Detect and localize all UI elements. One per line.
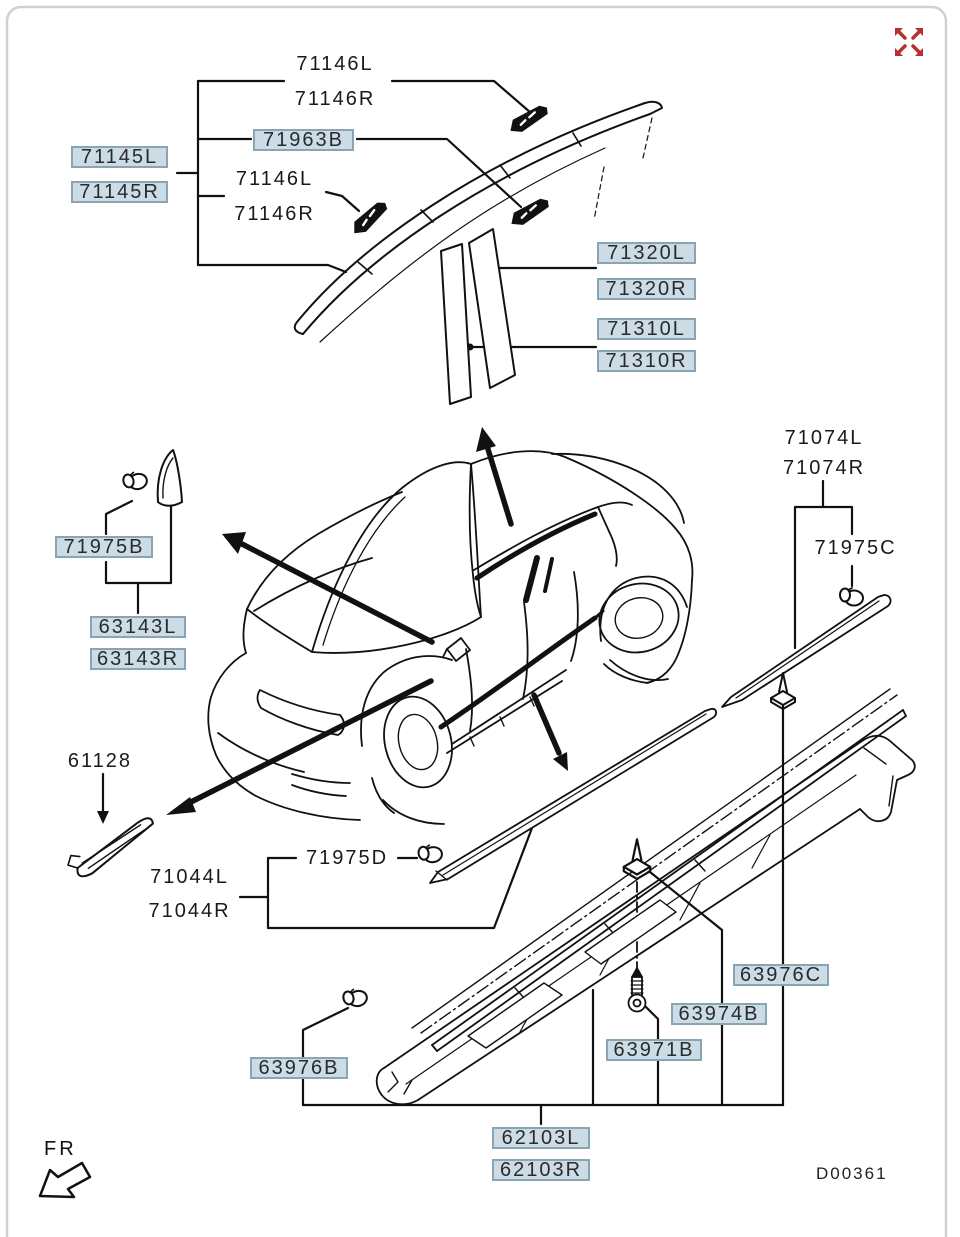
grommet-clip-icon bbox=[839, 587, 864, 607]
part-label-62103L[interactable]: 62103L bbox=[492, 1127, 590, 1149]
part-label-71320R[interactable]: 71320R bbox=[597, 278, 696, 300]
part-label-71310R[interactable]: 71310R bbox=[597, 350, 696, 372]
part-label-63974B[interactable]: 63974B bbox=[671, 1003, 767, 1025]
part-label-71310L[interactable]: 71310L bbox=[597, 318, 696, 340]
grommet-clip-icon bbox=[340, 985, 370, 1011]
corner-trim-drawing bbox=[120, 449, 183, 507]
page-frame bbox=[5, 5, 948, 1237]
car-illustration bbox=[207, 450, 694, 825]
part-label-62103R[interactable]: 62103R bbox=[492, 1159, 590, 1181]
screw-icon bbox=[627, 967, 647, 1013]
part-label-71146R-top[interactable]: 71146R bbox=[294, 88, 376, 110]
molding-clip-icon bbox=[346, 197, 394, 240]
grommet-clip-icon bbox=[416, 842, 445, 866]
part-label-71975D[interactable]: 71975D bbox=[305, 847, 389, 869]
part-label-71044L[interactable]: 71044L bbox=[150, 866, 229, 888]
part-label-71074R[interactable]: 71074R bbox=[782, 457, 866, 479]
push-pin-clip-icon bbox=[622, 838, 652, 881]
part-label-63143R[interactable]: 63143R bbox=[90, 648, 186, 670]
part-label-71975B[interactable]: 71975B bbox=[55, 536, 153, 558]
direction-arrows bbox=[166, 427, 568, 815]
part-label-71320L[interactable]: 71320L bbox=[597, 242, 696, 264]
part-label-71963B[interactable]: 71963B bbox=[253, 129, 354, 151]
roof-drip-molding-drawing bbox=[293, 100, 663, 343]
part-label-71146R-mid[interactable]: 71146R bbox=[234, 203, 315, 225]
part-label-71146L-mid[interactable]: 71146L bbox=[235, 168, 314, 190]
part-label-71044R[interactable]: 71044R bbox=[148, 900, 231, 922]
part-label-71975C[interactable]: 71975C bbox=[814, 537, 897, 559]
fr-arrow-icon bbox=[38, 1161, 92, 1199]
part-label-63971B[interactable]: 63971B bbox=[606, 1039, 702, 1061]
part-label-63976C[interactable]: 63976C bbox=[733, 964, 829, 986]
molding-clip-icon bbox=[504, 101, 553, 138]
pillar-tape-drawing bbox=[440, 228, 516, 405]
expand-icon[interactable] bbox=[895, 28, 923, 56]
part-label-71074L[interactable]: 71074L bbox=[784, 427, 864, 449]
drawing-code: D00361 bbox=[816, 1164, 888, 1183]
part-label-71145L[interactable]: 71145L bbox=[71, 146, 168, 168]
front-direction-label: FR bbox=[44, 1138, 77, 1160]
part-label-63143L[interactable]: 63143L bbox=[90, 616, 186, 638]
sill-garnish-drawing bbox=[340, 672, 916, 1106]
part-label-71146L-top[interactable]: 71146L bbox=[296, 53, 374, 75]
belt-molding-drawing bbox=[416, 587, 892, 884]
grommet-clip-icon bbox=[120, 468, 150, 494]
part-label-61128[interactable]: 61128 bbox=[67, 750, 133, 772]
part-label-71145R[interactable]: 71145R bbox=[71, 181, 168, 203]
side-marker-drawing bbox=[67, 817, 154, 878]
part-label-63976B[interactable]: 63976B bbox=[250, 1057, 348, 1079]
